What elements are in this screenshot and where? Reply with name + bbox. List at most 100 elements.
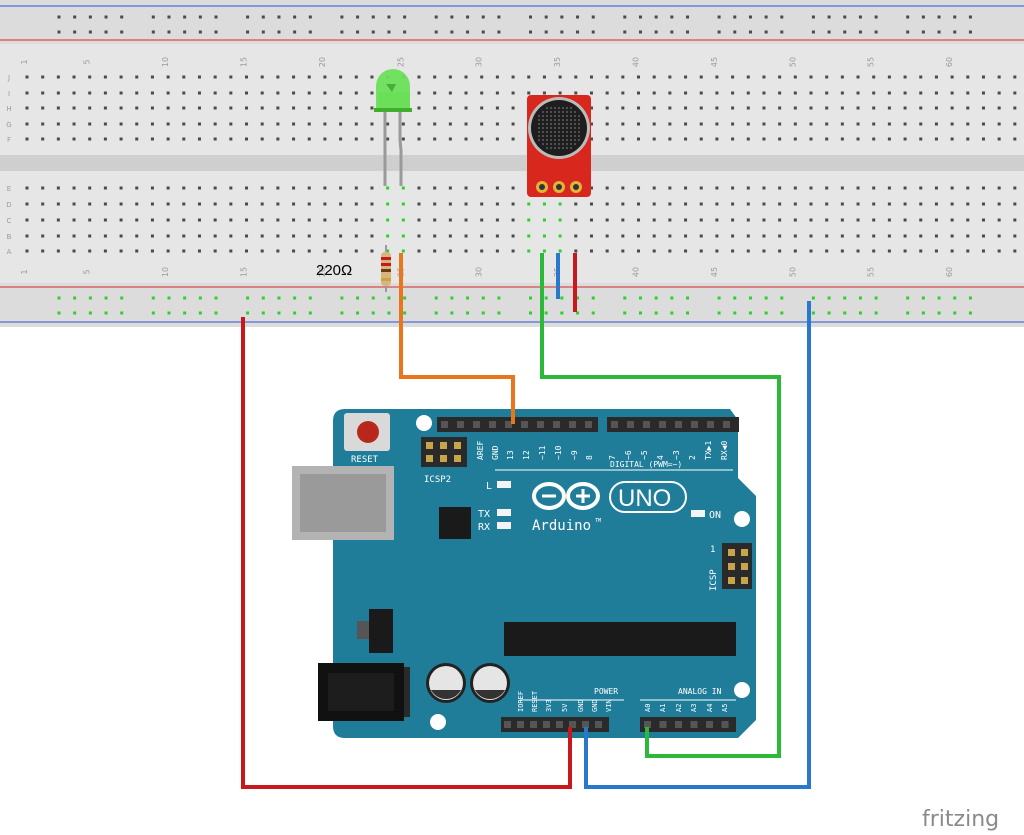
microphone-module[interactable] [527,95,591,197]
column-number: 60 [945,57,954,67]
trademark-label: TM [595,518,601,524]
digital-pin-label: 2 [688,455,697,460]
digital-pin-label: ~11 [538,445,547,460]
row-letter: J [7,74,10,82]
digital-pin-label: ~5 [640,450,649,460]
row-letter: B [7,233,12,241]
microphone-mesh-icon [537,106,581,150]
column-number: 15 [240,57,249,67]
digital-pin-label: ~10 [554,445,563,460]
digital-pin-label: GND [491,445,500,460]
digital-pin-label: 8 [585,455,594,460]
column-number: 10 [161,267,170,277]
analog-pin-labels: A0 A1 A2 A3 A4 A5 [644,704,729,712]
analog-pin-label: A4 [706,704,714,712]
column-number: 45 [710,57,719,67]
digital-pin-label: ~3 [672,450,681,460]
arduino-uno-board[interactable]: RESET ICSP2 L TX RX UNO Arduino TM ON [292,409,756,738]
digital-pin-label: AREF [476,441,485,460]
on-led [691,510,705,517]
column-number: 60 [945,267,954,277]
wires [241,253,811,789]
uno-label: UNO [618,485,671,512]
analog-pin-label: A5 [721,704,729,712]
row-letter: G [6,121,11,129]
column-number: 55 [867,267,876,277]
wire-orange-pin13[interactable] [399,253,515,424]
green-led[interactable] [374,69,412,186]
capacitors [426,663,510,703]
digital-pin-label: 13 [506,450,515,460]
wire-green-a0[interactable] [540,253,781,758]
rx-label: RX [478,522,490,533]
reset-button[interactable] [344,413,390,451]
power-pin-label: 5V [561,703,569,712]
icsp-label: ICSP [709,569,719,591]
column-number: 40 [632,57,641,67]
power-label: POWER [594,687,618,696]
column-number: 1 [20,59,29,64]
l-led-label: L [486,481,492,492]
column-number: 55 [867,57,876,67]
column-number: 40 [632,267,641,277]
wire-blue-gnd[interactable] [584,301,811,789]
analog-pin-label: A0 [644,704,652,712]
resistor[interactable] [381,245,391,292]
power-pin-label: GND [591,699,599,712]
column-number: 5 [83,59,92,64]
power-pin-label: VIN [605,699,613,712]
arduino-logo-icon [532,482,600,510]
column-number: 30 [475,267,484,277]
header-pins [441,421,730,728]
wire-red-5v[interactable] [241,317,572,789]
icsp-pin1-label: 1 [710,545,715,555]
column-number: 5 [83,269,92,274]
power-pin-label: IOREF [517,691,525,712]
column-number: 20 [318,57,327,67]
tx-label: TX [478,509,490,520]
digital-pin-label: ~6 [624,450,633,460]
usb-connector [292,466,394,540]
column-number: 10 [161,57,170,67]
resistor-value-label: 220Ω [316,262,352,279]
usb-chip [439,507,471,539]
icsp2-header [421,437,467,467]
column-number: 30 [475,57,484,67]
breadboard-holes [25,15,1017,315]
icsp2-label: ICSP2 [424,475,451,485]
digital-pin-label: RX◀0 [720,441,729,460]
row-letter: A [7,248,12,256]
fritzing-watermark: fritzing [922,807,999,832]
digital-header-left [437,417,598,432]
l-led [497,481,511,488]
arduino-brand-label: Arduino [532,518,591,534]
on-label: ON [709,510,721,521]
voltage-regulator [357,609,393,653]
tx-led [497,509,511,516]
icsp-header [722,543,752,589]
row-letter: E [7,185,11,193]
column-number: 25 [396,57,405,67]
digital-pin-label: 7 [608,455,617,460]
digital-pin-label: 12 [522,450,531,460]
column-number: 45 [710,267,719,277]
column-number: 20 [318,267,327,277]
column-number: 50 [788,267,797,277]
digital-header-right [607,417,739,432]
power-header [501,717,609,732]
column-number: 15 [240,267,249,277]
power-pin-label: 3V3 [545,699,553,712]
analog-pin-label: A1 [659,704,667,712]
column-number: 50 [788,57,797,67]
digital-pin-label: TX▶1 [704,441,713,460]
analog-pin-label: A2 [675,704,683,712]
dc-power-jack [318,663,410,721]
digital-pin-label: 4 [656,455,665,460]
analog-pin-label: A3 [690,704,698,712]
